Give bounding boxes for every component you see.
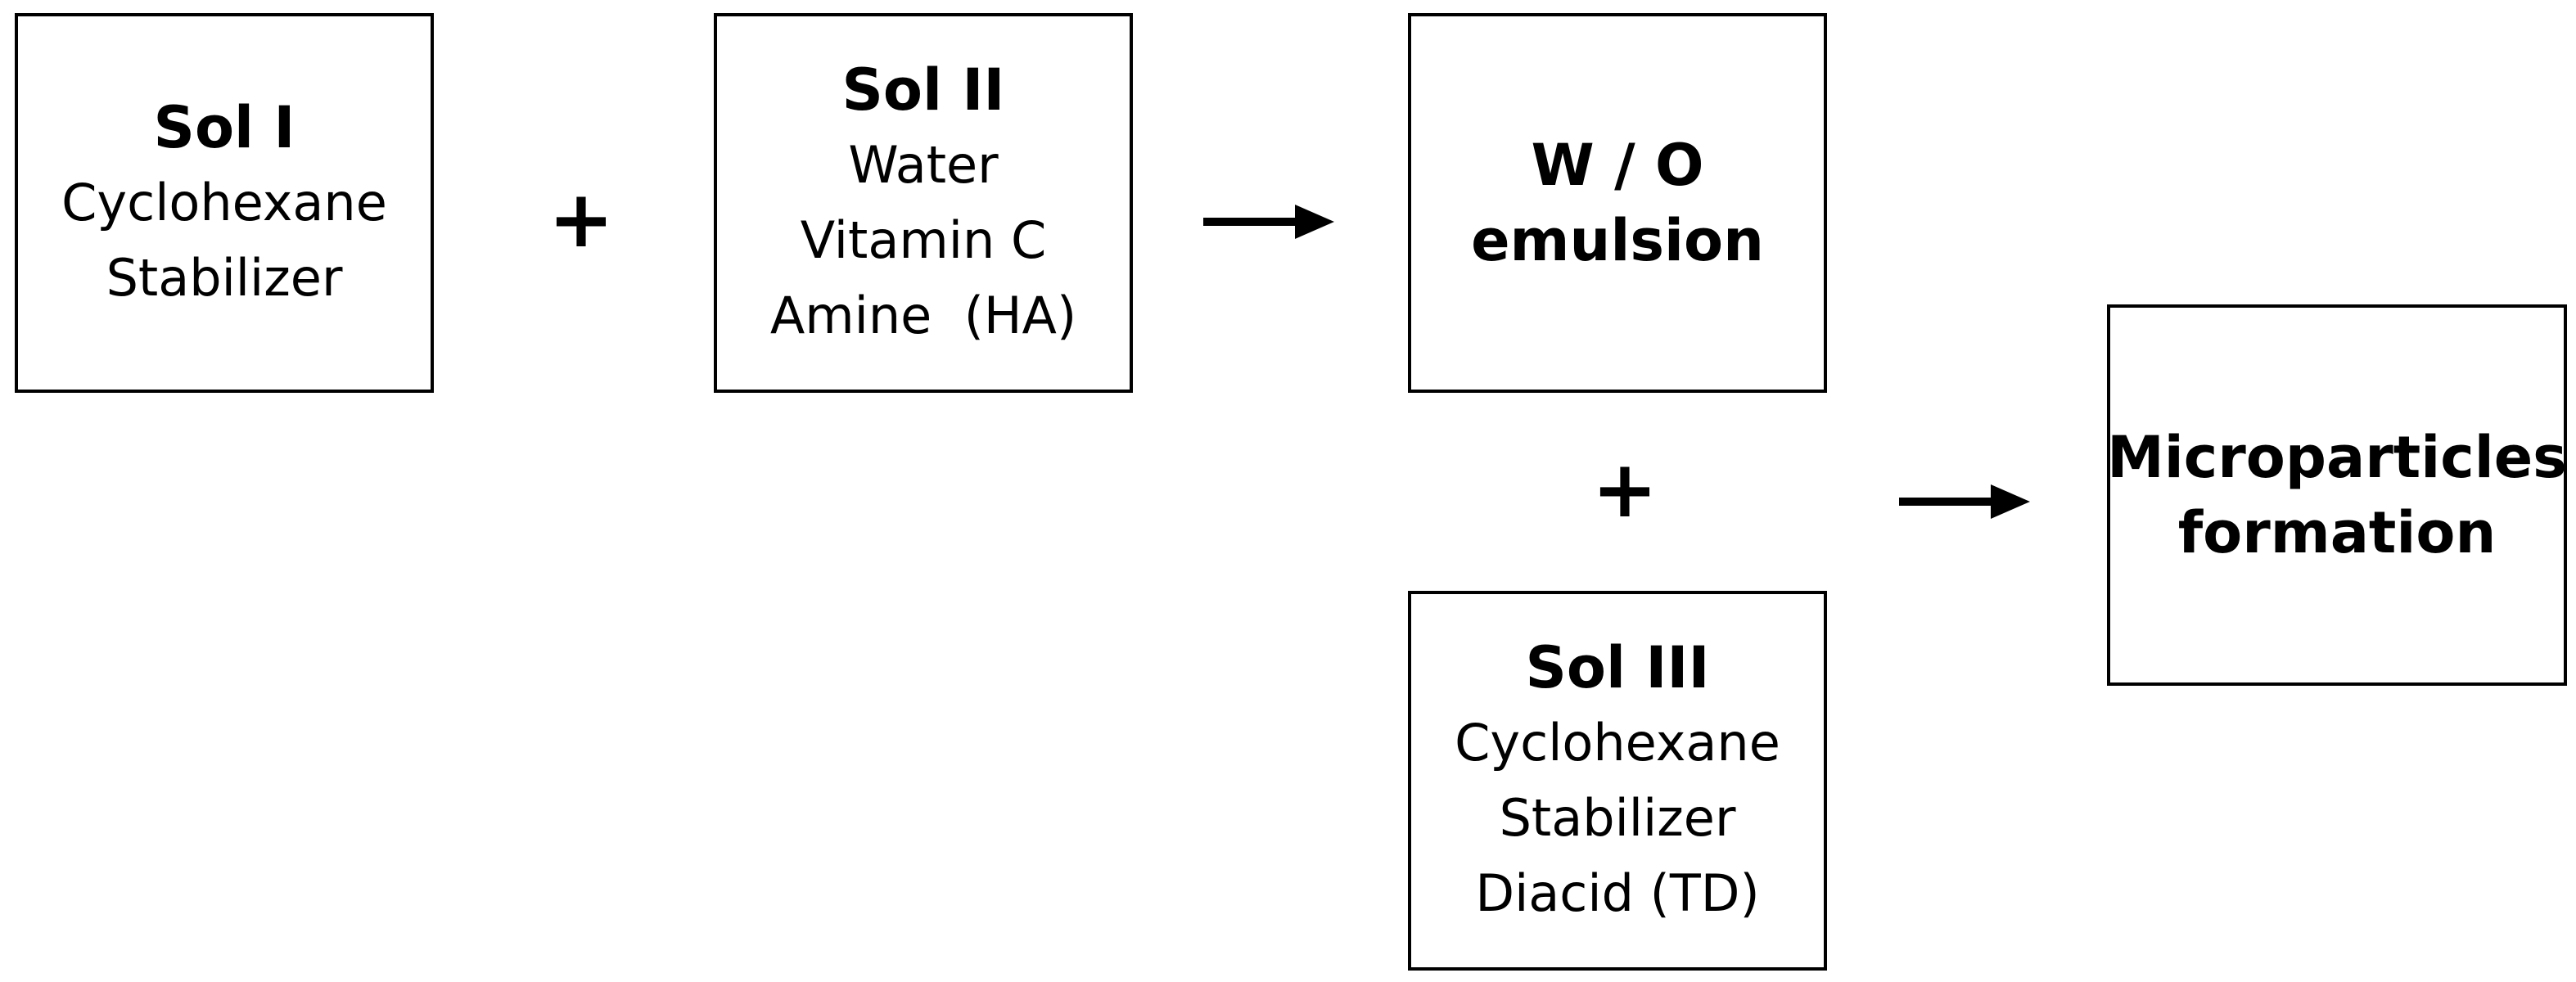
sol-1-component: Cyclohexane bbox=[61, 173, 387, 232]
sol-3-component: Diacid (TD) bbox=[1475, 863, 1760, 923]
plus-sign: + bbox=[548, 173, 615, 265]
sol-2-box: Sol II Water Vitamin C Amine (HA) bbox=[714, 13, 1133, 393]
plus-sign: + bbox=[1591, 444, 1658, 535]
sol-2-component: Water bbox=[848, 135, 999, 195]
sol-3-component: Cyclohexane bbox=[1455, 713, 1780, 773]
right-arrow-icon bbox=[1899, 484, 2030, 519]
sol-2-component: Vitamin C bbox=[800, 210, 1047, 270]
sol-3-title: Sol III bbox=[1525, 634, 1710, 701]
sol-2-component: Amine (HA) bbox=[769, 286, 1077, 345]
sol-1-title: Sol I bbox=[153, 94, 295, 161]
emulsion-label: W / O bbox=[1531, 132, 1704, 199]
sol-1-box: Sol I Cyclohexane Stabilizer bbox=[15, 13, 434, 393]
right-arrow-icon bbox=[1203, 205, 1334, 239]
sol-2-title: Sol II bbox=[841, 56, 1005, 124]
sol-1-component: Stabilizer bbox=[106, 248, 343, 308]
microparticles-box: Microparticles formation bbox=[2107, 304, 2567, 686]
emulsion-label: emulsion bbox=[1471, 207, 1764, 274]
microparticles-label: Microparticles bbox=[2107, 424, 2567, 491]
emulsion-box: W / O emulsion bbox=[1408, 13, 1827, 393]
sol-3-box: Sol III Cyclohexane Stabilizer Diacid (T… bbox=[1408, 591, 1827, 971]
sol-3-component: Stabilizer bbox=[1499, 788, 1736, 848]
microparticles-label: formation bbox=[2177, 499, 2497, 566]
